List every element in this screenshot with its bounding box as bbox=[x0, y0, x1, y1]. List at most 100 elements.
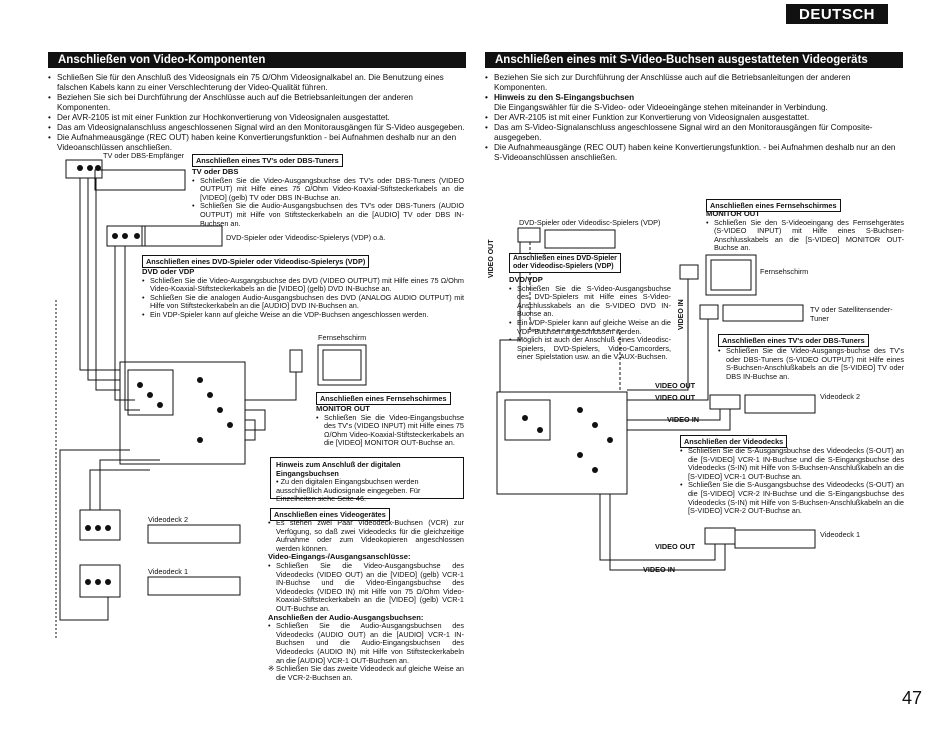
dvd-player-device-right bbox=[544, 229, 616, 249]
receiver-panel-block-right bbox=[504, 399, 551, 441]
list-item: Der AVR-2105 ist mit einer Funktion zur … bbox=[48, 113, 466, 123]
videodeck-1-device-right bbox=[734, 529, 816, 549]
list-item: Schließen Sie den S-Videoeingang des Fer… bbox=[706, 218, 904, 253]
video-out-label-1: VIDEO OUT bbox=[655, 381, 696, 390]
videodeck-1-label: Videodeck 1 bbox=[148, 567, 189, 576]
monitor-jack bbox=[289, 349, 303, 373]
vcr-instructions-right: Schließen Sie die S-Ausgangsbuchse des V… bbox=[680, 446, 904, 516]
dvd-box-title-line-1: Anschließen eines DVD-Spieler bbox=[513, 255, 617, 262]
dvd-heading: DVD oder VDP bbox=[142, 267, 195, 276]
monitor-heading-right: MONITOR OUT bbox=[706, 209, 760, 218]
monitor-screen-right bbox=[710, 259, 752, 291]
right-intro-list: Beziehen Sie sich zur Durchführung der A… bbox=[485, 73, 903, 163]
tuner-device-right bbox=[722, 304, 804, 322]
list-item: Schließen Sie die analogen Audio-Ausgang… bbox=[142, 293, 464, 311]
videodeck-1-jacks-right bbox=[704, 527, 736, 545]
digital-input-hint: Hinweis zum Anschluß der digitalen Einga… bbox=[270, 457, 464, 503]
tv-box-title: Anschließen eines TV's oder DBS-Tuners bbox=[192, 154, 343, 167]
monitor-svideo-jack bbox=[679, 264, 699, 280]
videodeck-2-label-right: Videodeck 2 bbox=[820, 392, 861, 401]
list-item: Die Aufnahmeausgänge (REC OUT) haben kei… bbox=[48, 133, 466, 153]
left-intro-list: Schließen Sie für den Anschluß des Video… bbox=[48, 73, 466, 153]
vcr-note: Schließen Sie das zweite Videodeck auf g… bbox=[268, 664, 464, 682]
tv-instructions: TV oder DBS Schließen Sie die Video-Ausg… bbox=[192, 167, 464, 228]
language-tab: DEUTSCH bbox=[786, 4, 888, 24]
monitor-instructions: MONITOR OUT Schließen Sie die Video-Eing… bbox=[316, 404, 464, 448]
dvd-heading-right: DVD/VDP bbox=[509, 275, 543, 284]
list-item: Die Aufnahmeausgänge (REC OUT) haben kei… bbox=[485, 143, 903, 163]
dvd-player-device bbox=[141, 225, 223, 247]
list-item: Schließen Sie die S-Video-Ausgangsbuchse… bbox=[509, 284, 671, 319]
tv-instructions-right: Schließen Sie die Video-Ausgangs-buchse … bbox=[718, 346, 904, 381]
list-item: Beziehen Sie sich zur Durchführung der A… bbox=[485, 73, 903, 93]
videodeck-2-label: Videodeck 2 bbox=[148, 515, 189, 524]
monitor-device bbox=[317, 344, 367, 386]
page-number: 47 bbox=[901, 688, 922, 708]
dvd-player-label: DVD-Spieler oder Videodisc-Spielerys (VD… bbox=[226, 233, 386, 242]
video-in-label-1: VIDEO IN bbox=[667, 415, 700, 424]
tv-receiver-label: TV oder DBS-Empfänger bbox=[103, 151, 185, 160]
monitor-heading: MONITOR OUT bbox=[316, 404, 370, 413]
list-item: Schließen Sie die Audio-Ausgangsbuchsen … bbox=[192, 202, 464, 228]
monitor-box-title-right: Anschließen eines Fernsehschirmes bbox=[706, 199, 841, 212]
videodeck-1-jacks bbox=[79, 564, 121, 598]
vcr-audio-heading: Anschließen der Audio-Ausgangsbuchsen: bbox=[268, 612, 424, 622]
dvd-player-label-right: DVD-Spieler oder Videodisc-Spielers (VDP… bbox=[519, 218, 661, 227]
videodeck-1-device bbox=[147, 576, 241, 596]
videodeck-1-label-right: Videodeck 1 bbox=[820, 530, 861, 539]
vcr-io-heading: Video-Eingangs-/Ausgangsanschlüsse: bbox=[268, 552, 411, 562]
list-item: Das am S-Video-Signalanschluss angeschlo… bbox=[485, 123, 903, 143]
monitor-device-right bbox=[705, 254, 757, 296]
list-item: Ein VDP-Spieler kann auf gleiche Weise a… bbox=[509, 318, 671, 336]
monitor-instructions-right: MONITOR OUT Schließen Sie den S-Videoein… bbox=[706, 209, 904, 253]
vcr-instructions: Es stehen zwei Paar Videodeck-Buchsen (V… bbox=[268, 518, 464, 682]
videodeck-2-device-right bbox=[744, 394, 816, 414]
tv-tuner-jacks bbox=[65, 159, 103, 179]
list-item: Schließen Sie die S-Ausgangsbuchse des V… bbox=[680, 446, 904, 481]
list-item: Schließen Sie die S-Ausgangsbuchse des V… bbox=[680, 481, 904, 515]
list-item: Ein VDP-Spieler kann auf gleiche Weise a… bbox=[142, 310, 464, 320]
right-section-title: Anschließen eines mit S-Video-Buchsen au… bbox=[485, 52, 903, 68]
dvd-box-title: Anschließen eines DVD-Spieler oder Video… bbox=[142, 255, 370, 268]
dvd-box-title-line-2: oder Videodisc-Spielers (VDP) bbox=[513, 263, 614, 270]
list-item: Der AVR-2105 ist mit einer Funktion zur … bbox=[485, 113, 903, 123]
tuner-svideo-jack bbox=[699, 304, 719, 320]
hint-body-text: Zu den digitalen Eingangsbuchsen werden … bbox=[276, 477, 421, 504]
tv-tuner-device bbox=[94, 169, 186, 191]
list-item: Schließen Sie die Video-Ausgangsbuchse d… bbox=[268, 561, 464, 614]
monitor-screen bbox=[322, 349, 362, 381]
hint-body: • Zu den digitalen Eingangsbuchsen werde… bbox=[276, 477, 421, 504]
list-item: Das am Videosignalanschluss angeschlosse… bbox=[48, 123, 466, 133]
videodeck-2-jacks bbox=[79, 509, 121, 541]
hint-heading: Hinweis zu den S-Eingangsbuchsen bbox=[485, 93, 903, 103]
list-item: Schließen Sie die Video-Ausgangsbuchse d… bbox=[142, 276, 464, 294]
tuner-label-right: TV oder Satellitensender-Tuner bbox=[810, 305, 893, 323]
monitor-label-right: Fernsehschirm bbox=[760, 267, 809, 276]
list-item: Schließen Sie die Audio-Ausgangsbuchsen … bbox=[268, 621, 464, 665]
hint-text: Die Eingangswähler für die S-Video- oder… bbox=[494, 103, 828, 112]
monitor-box-title: Anschließen eines Fernsehschirmes bbox=[316, 392, 451, 405]
hint-title: Hinweis zum Anschluß der digitalen Einga… bbox=[276, 460, 401, 478]
list-item: Beziehen Sie sich bei Durchführung der A… bbox=[48, 93, 466, 113]
list-item: Möglich ist auch der Anschluß eines Vide… bbox=[509, 335, 671, 362]
monitor-label: Fernsehschirm bbox=[318, 333, 367, 342]
receiver-panel-block bbox=[127, 369, 174, 416]
tv-heading: TV oder DBS bbox=[192, 167, 239, 176]
videodeck-2-jacks-right bbox=[709, 394, 741, 410]
list-item: Es stehen zwei Paar Videodeck-Buchsen (V… bbox=[268, 518, 464, 553]
left-section-title: Anschließen von Video-Komponenten bbox=[48, 52, 466, 68]
video-out-label-2: VIDEO OUT bbox=[655, 393, 696, 402]
dvd-player-jacks bbox=[106, 225, 146, 247]
dvd-player-svideo-jack bbox=[517, 227, 541, 243]
list-item: Schließen Sie die Video-Eingangsbuchse d… bbox=[316, 413, 464, 448]
list-item: Schließen Sie für den Anschluß des Video… bbox=[48, 73, 466, 93]
dvd-instructions-right: DVD/VDP Schließen Sie die S-Video-Ausgan… bbox=[509, 275, 671, 362]
list-item: Schließen Sie die Video-Ausgangs-buchse … bbox=[718, 346, 904, 381]
video-out-vertical-label: VIDEO OUT bbox=[488, 239, 495, 278]
dvd-instructions: DVD oder VDP Schließen Sie die Video-Aus… bbox=[142, 267, 464, 320]
receiver-back-panel-right bbox=[496, 391, 628, 495]
video-out-label-3: VIDEO OUT bbox=[655, 542, 696, 551]
video-in-label-2: VIDEO IN bbox=[643, 565, 676, 574]
list-item: Schließen Sie die Video-Ausgangsbuchse d… bbox=[192, 176, 464, 203]
